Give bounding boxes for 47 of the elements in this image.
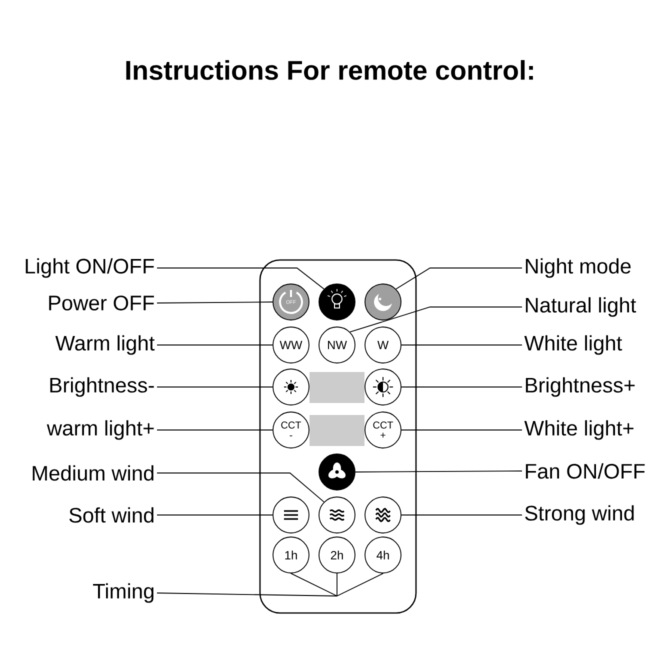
label: White light+	[524, 420, 634, 440]
leader-line	[401, 344, 522, 346]
button: 1h	[272, 536, 310, 574]
button: 4h	[364, 536, 402, 574]
button: NW	[318, 326, 356, 364]
leader-line	[401, 514, 522, 516]
label: Brightness+	[526, 377, 635, 397]
wind-button	[318, 496, 356, 534]
leader-line	[350, 306, 522, 332]
label: White light	[524, 335, 622, 355]
leader-line	[156, 268, 324, 290]
wind-button	[272, 496, 310, 534]
label: Brightness-	[50, 377, 154, 397]
label: Warm light	[55, 335, 155, 355]
leader-line	[156, 302, 273, 304]
title: Instructions For remote control:	[126, 60, 533, 80]
label: Fan ON/OFF	[526, 463, 645, 479]
label: Light ON/OFF	[26, 258, 154, 278]
label: Medium wind	[32, 465, 154, 481]
leader-line	[336, 573, 338, 596]
button: CCT -	[272, 412, 310, 448]
leader-line	[290, 573, 338, 596]
label: Soft wind	[69, 507, 154, 523]
leader-line	[396, 268, 522, 290]
label: Night mode	[526, 258, 631, 278]
brightness-button	[272, 368, 310, 406]
wind-button	[364, 496, 402, 534]
leader-line	[156, 592, 338, 596]
label: Natural light	[526, 297, 636, 317]
label: Timing	[93, 583, 154, 603]
leader-line	[336, 573, 384, 596]
label: Strong wind	[525, 505, 634, 525]
label: Power OFF	[49, 296, 154, 310]
remote-body	[259, 259, 417, 614]
label: warm light+	[46, 420, 154, 440]
leader-line	[156, 344, 273, 346]
button: W	[364, 326, 402, 364]
leader-line	[156, 514, 273, 516]
button: WW	[272, 326, 310, 364]
button: 2h	[318, 536, 356, 574]
leader-line	[156, 472, 324, 502]
leader-line	[355, 470, 522, 472]
light-button	[318, 284, 356, 320]
button: CCT +	[364, 412, 402, 448]
brightness-button	[364, 368, 402, 406]
leader-line	[156, 386, 273, 388]
leader-line	[401, 386, 522, 388]
